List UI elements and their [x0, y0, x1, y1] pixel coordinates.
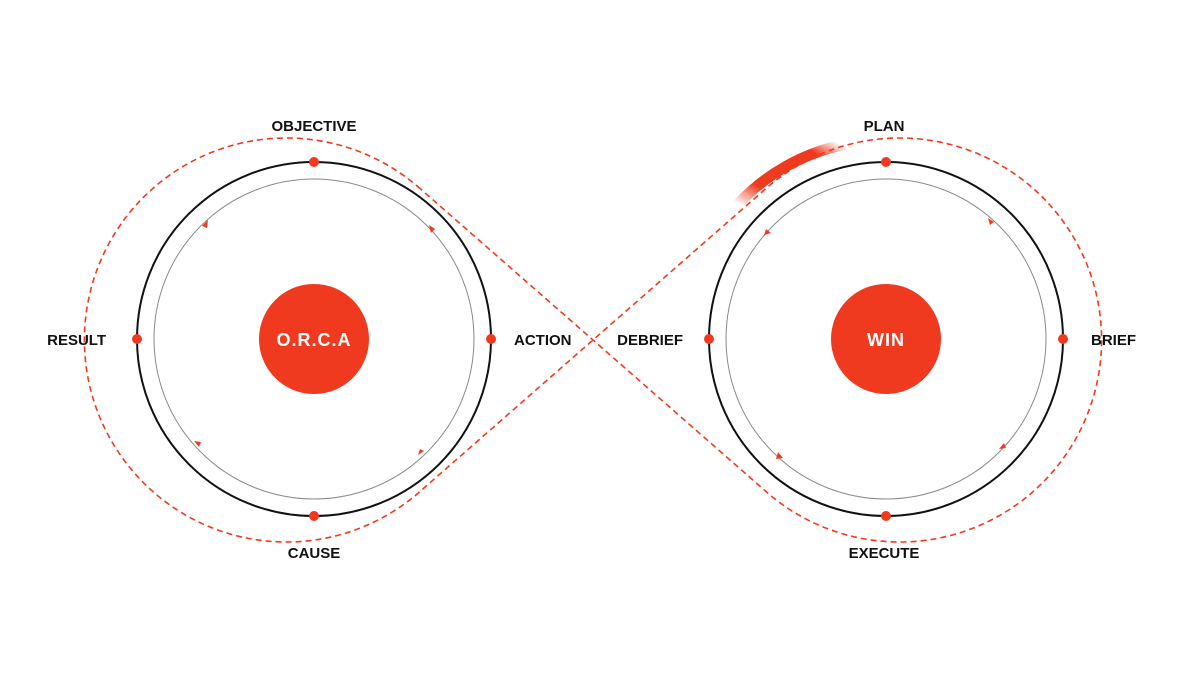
- left-loop: O.R.C.A OBJECTIVE ACTION CAUSE RESULT: [47, 118, 571, 562]
- right-inner-ring: [725, 178, 1047, 500]
- right-arrow-top-right: [988, 218, 994, 225]
- label-result: RESULT: [47, 332, 106, 349]
- left-center-label: O.R.C.A: [276, 330, 351, 350]
- right-center-label: WIN: [867, 330, 905, 350]
- label-plan: PLAN: [864, 118, 905, 135]
- right-arrow-top-left: [764, 229, 771, 235]
- left-inner-ring: [153, 178, 475, 500]
- label-brief: BRIEF: [1091, 332, 1136, 349]
- left-node-top[interactable]: [309, 157, 319, 167]
- left-node-right[interactable]: [486, 334, 496, 344]
- right-node-bottom[interactable]: [881, 511, 891, 521]
- right-center-circle[interactable]: [831, 284, 941, 394]
- right-arrow-bottom-right: [999, 443, 1006, 449]
- right-arrow-bottom-left: [776, 452, 783, 459]
- left-arrow-top-left: [202, 220, 208, 228]
- left-arrow-bottom-right: [418, 449, 424, 455]
- right-node-top[interactable]: [881, 157, 891, 167]
- right-node-left[interactable]: [704, 334, 714, 344]
- label-execute: EXECUTE: [849, 545, 920, 562]
- left-center-circle[interactable]: [259, 284, 369, 394]
- label-cause: CAUSE: [288, 545, 341, 562]
- right-node-right[interactable]: [1058, 334, 1068, 344]
- label-action: ACTION: [514, 332, 572, 349]
- progress-highlight: [732, 139, 848, 210]
- label-debrief: DEBRIEF: [617, 332, 683, 349]
- left-node-bottom[interactable]: [309, 511, 319, 521]
- left-arrow-top-right: [429, 225, 435, 233]
- left-node-left[interactable]: [132, 334, 142, 344]
- right-loop: WIN PLAN BRIEF EXECUTE DEBRIEF: [617, 118, 1136, 562]
- label-objective: OBJECTIVE: [271, 118, 356, 135]
- infinity-dashed-path: [83, 137, 1103, 543]
- left-arrow-bottom-left: [194, 441, 201, 447]
